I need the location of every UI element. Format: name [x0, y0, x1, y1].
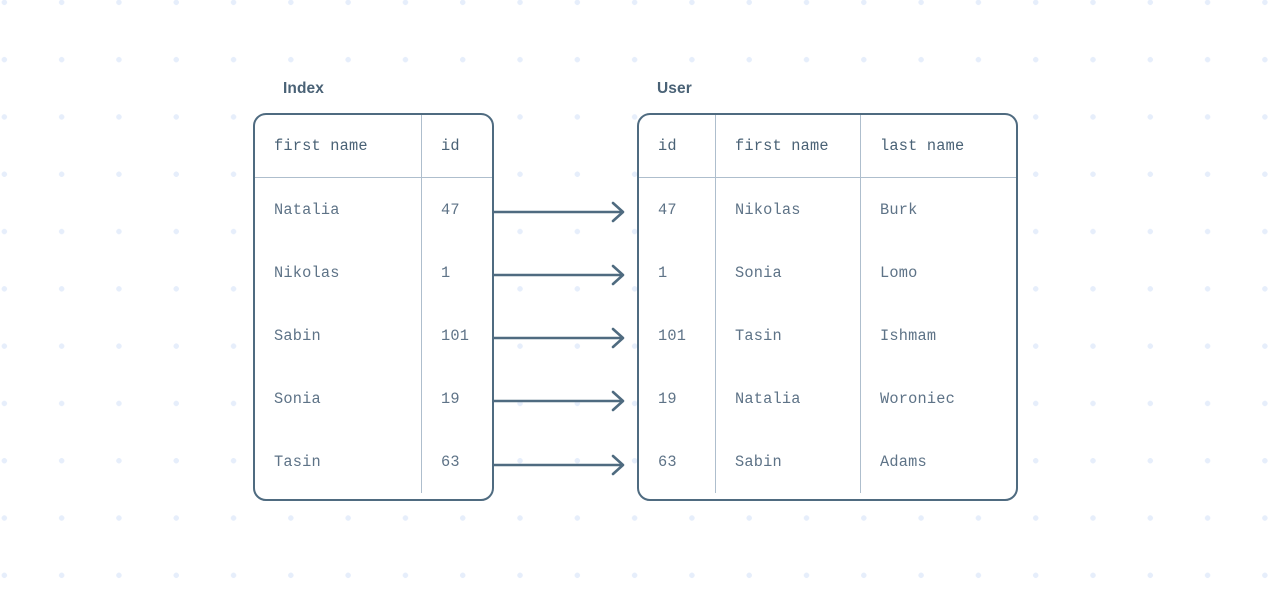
- index-cell-id: 1: [441, 263, 451, 282]
- table-row[interactable]: Natalia 47: [255, 178, 492, 241]
- user-cell-first-name: Sonia: [716, 241, 861, 304]
- index-cell-first-name: Sabin: [255, 304, 422, 367]
- user-table-header-row: id first name last name: [639, 115, 1016, 178]
- index-cell-first-name: Nikolas: [255, 241, 422, 304]
- user-cell-last-name: Woroniec: [880, 389, 956, 408]
- table-row[interactable]: 63 Sabin Adams: [639, 430, 1016, 493]
- user-cell-last-name: Lomo: [880, 263, 918, 282]
- index-cell-first-name: Sonia: [255, 367, 422, 430]
- table-row[interactable]: 101 Tasin Ishmam: [639, 304, 1016, 367]
- connection-101: [492, 327, 625, 349]
- user-col-last-name: last name: [880, 137, 965, 155]
- arrow-head-icon: [611, 201, 625, 223]
- index-col-id: id: [441, 137, 460, 155]
- user-cell-first-name: Natalia: [716, 367, 861, 430]
- table-row[interactable]: Nikolas 1: [255, 241, 492, 304]
- index-table: first name id Natalia 47 Nikolas 1 Sabin…: [253, 113, 494, 501]
- connection-1: [492, 264, 625, 286]
- user-cell-last-name: Burk: [880, 200, 918, 219]
- table-row[interactable]: Sabin 101: [255, 304, 492, 367]
- user-cell-last-name: Ishmam: [880, 326, 937, 345]
- table-row[interactable]: 1 Sonia Lomo: [639, 241, 1016, 304]
- arrow-head-icon: [611, 390, 625, 412]
- user-cell-id: 1: [639, 241, 716, 304]
- user-cell-first-name: Nikolas: [716, 178, 861, 241]
- index-cell-first-name: Natalia: [255, 178, 422, 241]
- user-table: id first name last name 47 Nikolas Burk …: [637, 113, 1018, 501]
- index-cell-id: 19: [441, 389, 460, 408]
- arrow-head-icon: [611, 264, 625, 286]
- index-cell-id: 47: [441, 200, 460, 219]
- user-table-body: 47 Nikolas Burk 1 Sonia Lomo 101 Tasin I…: [639, 178, 1016, 493]
- user-cell-id: 19: [639, 367, 716, 430]
- table-row[interactable]: 47 Nikolas Burk: [639, 178, 1016, 241]
- user-col-first-name: first name: [716, 115, 861, 177]
- user-cell-first-name: Tasin: [716, 304, 861, 367]
- table-row[interactable]: Tasin 63: [255, 430, 492, 493]
- index-col-first-name: first name: [255, 115, 422, 177]
- connection-63: [492, 454, 625, 476]
- connection-19: [492, 390, 625, 412]
- table-row[interactable]: 19 Natalia Woroniec: [639, 367, 1016, 430]
- index-cell-id: 63: [441, 452, 460, 471]
- user-cell-id: 101: [639, 304, 716, 367]
- user-cell-id: 63: [639, 430, 716, 493]
- index-table-header-row: first name id: [255, 115, 492, 178]
- user-table-label: User: [657, 80, 692, 97]
- connection-47: [492, 201, 625, 223]
- user-cell-id: 47: [639, 178, 716, 241]
- index-table-body: Natalia 47 Nikolas 1 Sabin 101 Sonia 19 …: [255, 178, 492, 493]
- arrow-head-icon: [611, 327, 625, 349]
- index-cell-first-name: Tasin: [255, 430, 422, 493]
- table-row[interactable]: Sonia 19: [255, 367, 492, 430]
- user-cell-last-name: Adams: [880, 452, 927, 471]
- user-col-id: id: [639, 115, 716, 177]
- index-table-label: Index: [283, 80, 324, 97]
- user-cell-first-name: Sabin: [716, 430, 861, 493]
- index-cell-id: 101: [441, 326, 470, 345]
- arrow-head-icon: [611, 454, 625, 476]
